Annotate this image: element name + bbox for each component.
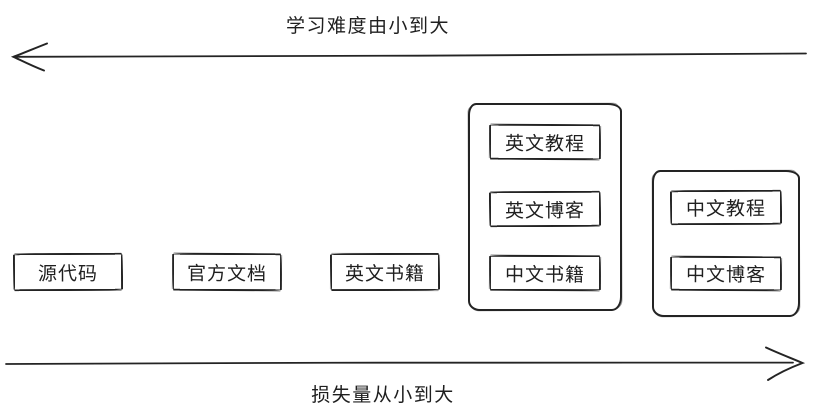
item-label: 英文博客 [504, 200, 586, 222]
item-label: 源代码 [37, 263, 99, 285]
item-box-english-tutorials: 英文教程 [488, 123, 602, 161]
group-box-english-resources: 英文教程 英文博客 中文书籍 [468, 103, 622, 311]
item-label: 中文博客 [685, 264, 767, 287]
top-arrow-left-line [15, 52, 807, 58]
item-box-chinese-tutorials: 中文教程 [669, 189, 783, 226]
loss-axis-label: 损失量从小到大 [311, 385, 455, 406]
group-box-chinese-resources: 中文教程 中文博客 [652, 170, 800, 317]
item-box-source-code: 源代码 [12, 252, 124, 292]
bottom-arrow-right-line [5, 361, 794, 365]
item-box-official-docs: 官方文档 [171, 252, 283, 292]
top-arrow-left-head [10, 42, 48, 72]
item-label: 英文教程 [504, 133, 586, 155]
item-box-english-blogs: 英文博客 [488, 190, 602, 228]
item-label: 英文书籍 [344, 263, 426, 285]
bottom-arrow-right-head [765, 346, 806, 381]
item-label: 中文教程 [685, 198, 767, 221]
item-box-english-books: 英文书籍 [329, 252, 441, 292]
item-box-chinese-blogs: 中文博客 [669, 255, 783, 292]
item-label: 官方文档 [186, 263, 268, 285]
item-label: 中文书籍 [504, 264, 586, 286]
item-box-chinese-books: 中文书籍 [488, 254, 602, 292]
difficulty-axis-label: 学习难度由小到大 [285, 16, 451, 37]
